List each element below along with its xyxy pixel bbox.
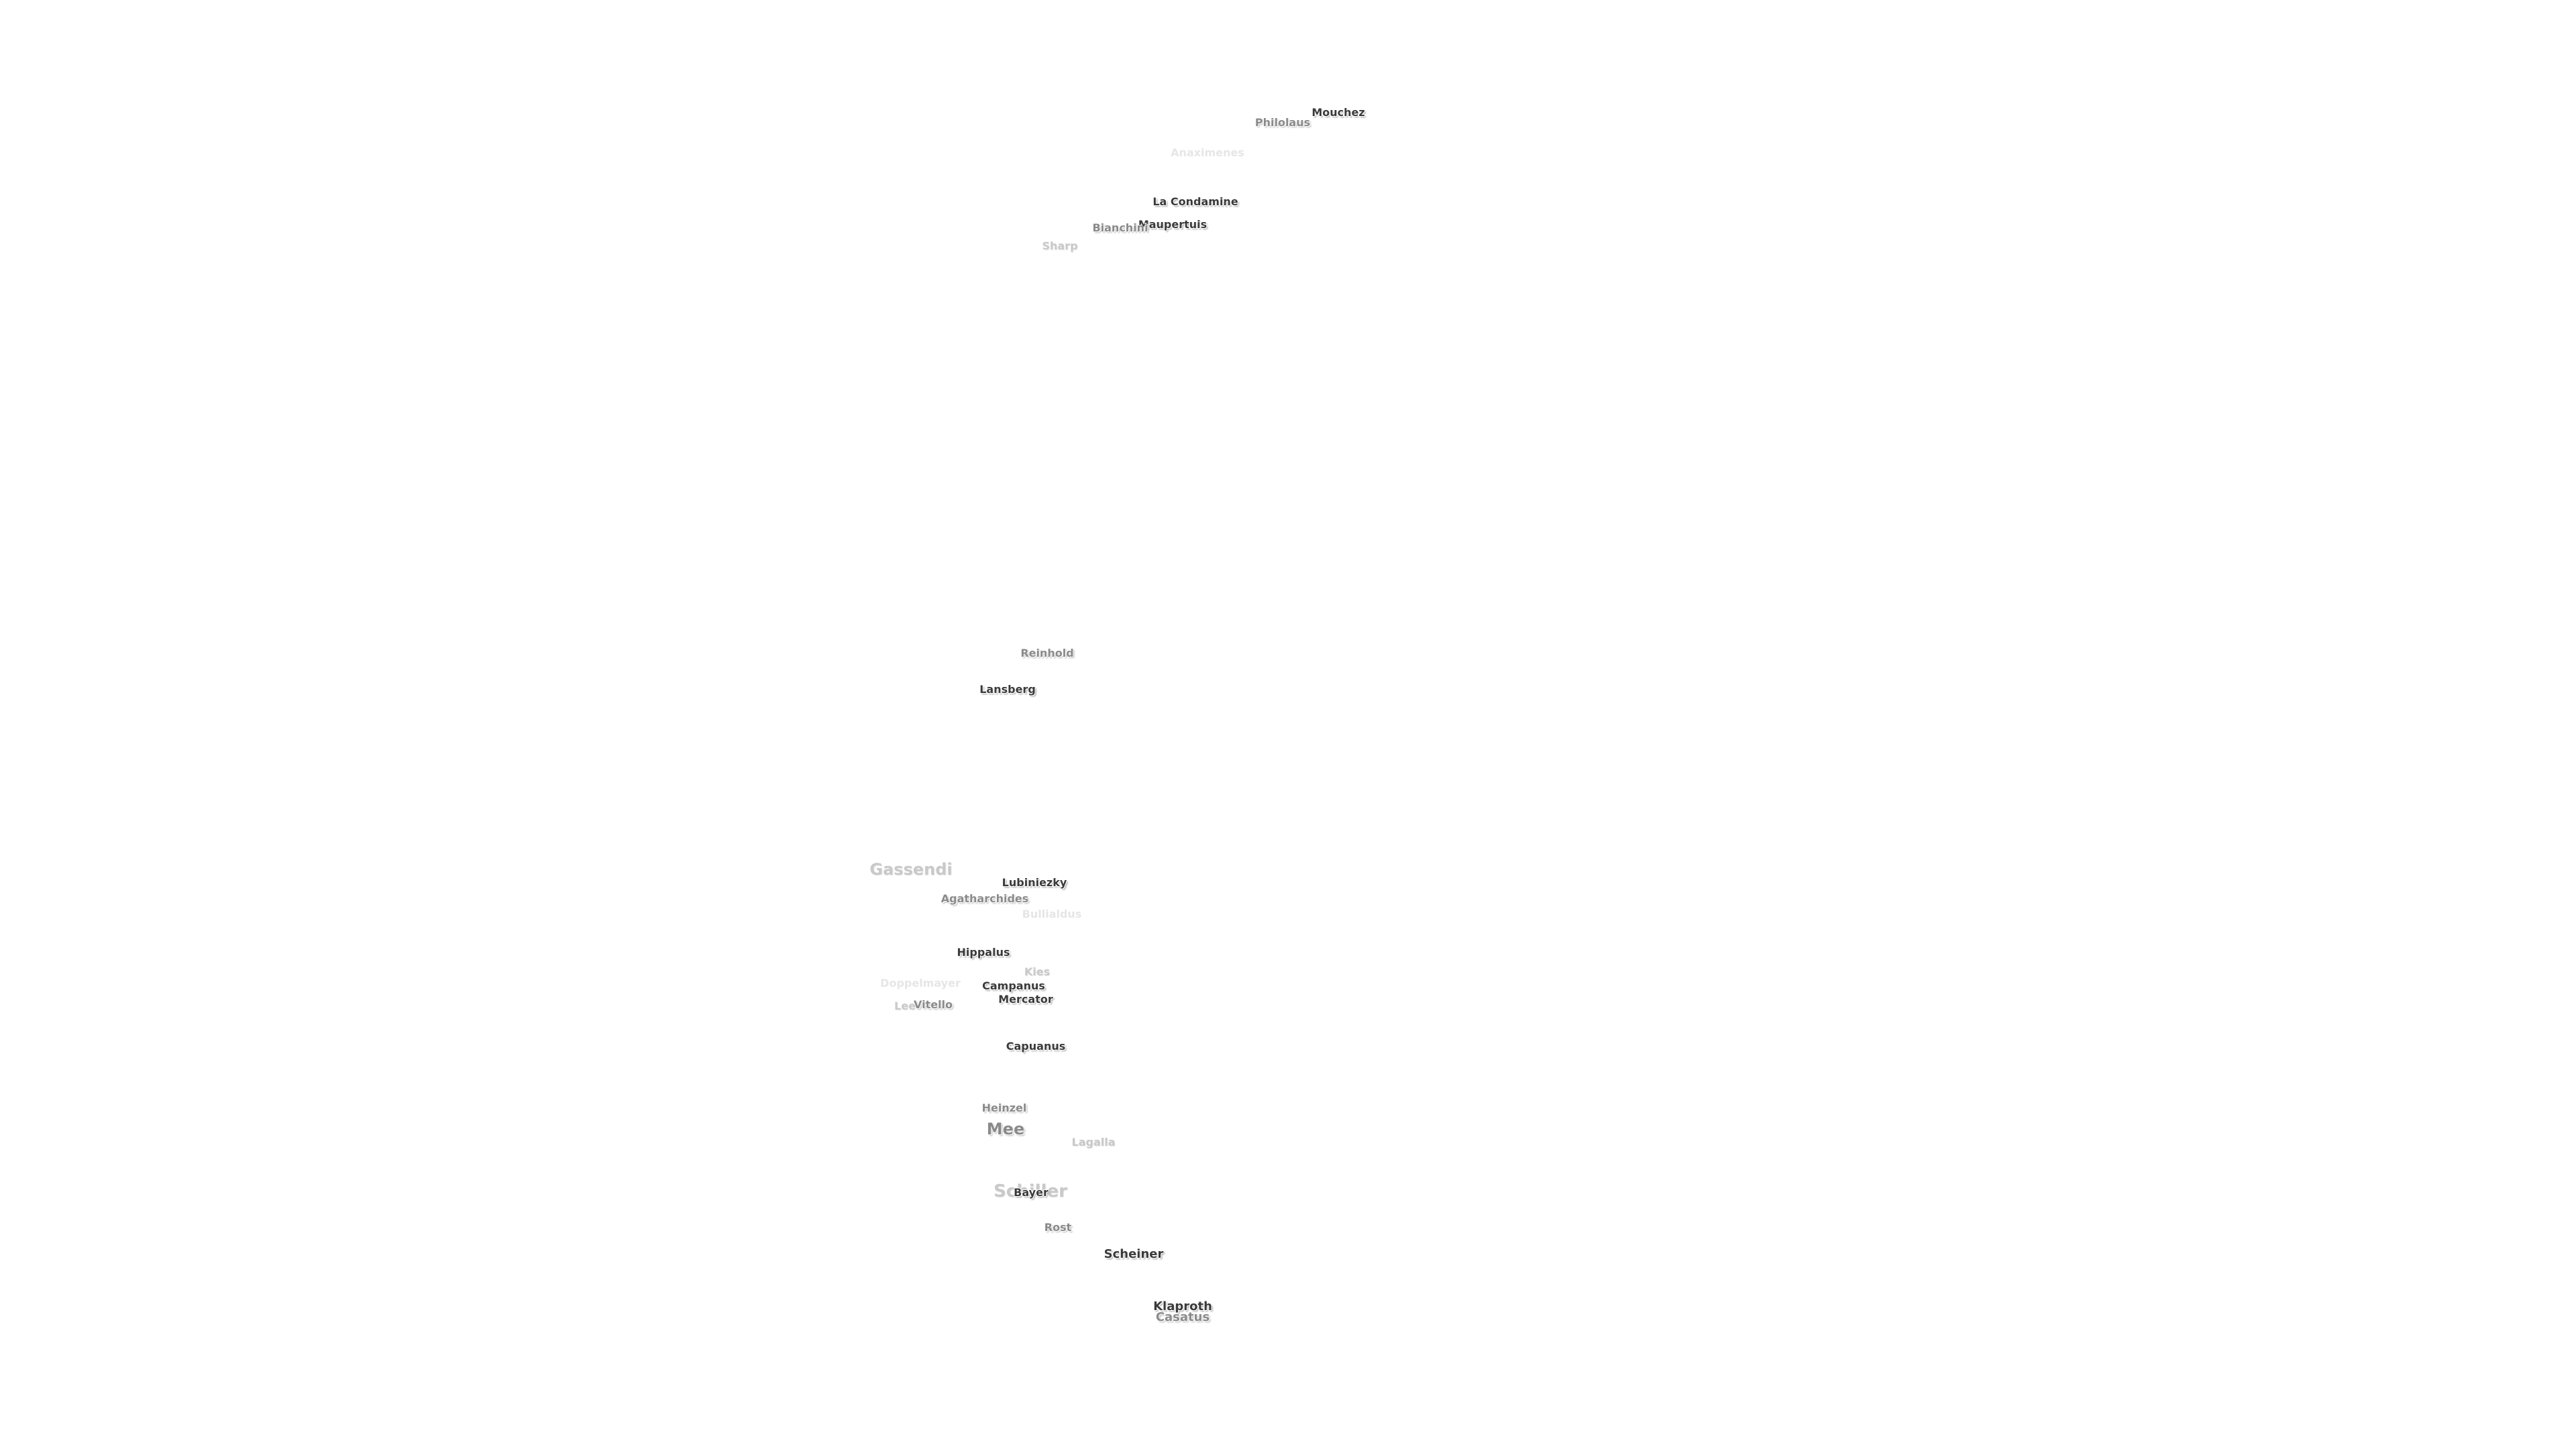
crater-label-lee[interactable]: Lee xyxy=(894,1000,916,1012)
crater-label-anaximenes[interactable]: Anaximenes xyxy=(1171,146,1244,159)
crater-label-reinhold[interactable]: Reinhold xyxy=(1020,647,1074,659)
crater-label-schiller[interactable]: Schiller xyxy=(994,1181,1067,1201)
crater-label-vitello[interactable]: Vitello xyxy=(913,998,953,1011)
crater-label-capuanus[interactable]: Capuanus xyxy=(1006,1040,1066,1053)
crater-label-bullialdus[interactable]: Bullialdus xyxy=(1022,908,1082,920)
crater-label-lubiniezky[interactable]: Lubiniezky xyxy=(1002,876,1067,889)
crater-label-casatus[interactable]: Casatus xyxy=(1155,1310,1210,1324)
crater-label-lansberg[interactable]: Lansberg xyxy=(979,683,1036,696)
crater-label-scheiner[interactable]: Scheiner xyxy=(1104,1247,1164,1261)
crater-label-doppelmayer[interactable]: Doppelmayer xyxy=(880,977,961,989)
crater-label-philolaus[interactable]: Philolaus xyxy=(1254,116,1311,129)
crater-label-hippalus[interactable]: Hippalus xyxy=(957,946,1010,959)
crater-label-mee[interactable]: Mee xyxy=(986,1120,1025,1138)
crater-label-agatharchides[interactable]: Agatharchides xyxy=(941,892,1029,905)
crater-label-mouchez[interactable]: Mouchez xyxy=(1311,106,1365,119)
crater-label-mercator[interactable]: Mercator xyxy=(998,993,1053,1006)
crater-label-heinzel[interactable]: Heinzel xyxy=(981,1102,1027,1114)
crater-label-rost[interactable]: Rost xyxy=(1044,1221,1072,1234)
crater-label-lagalla[interactable]: Lagalla xyxy=(1071,1136,1116,1148)
crater-label-maupertuis[interactable]: Maupertuis xyxy=(1138,218,1208,231)
crater-label-bayer[interactable]: Bayer xyxy=(1014,1186,1049,1199)
crater-label-gassendi[interactable]: Gassendi xyxy=(869,860,953,879)
crater-label-klaproth[interactable]: Klaproth xyxy=(1153,1299,1212,1313)
crater-label-bianchini[interactable]: Bianchini xyxy=(1092,221,1148,234)
crater-label-campanus[interactable]: Campanus xyxy=(982,979,1045,992)
crater-label-sharp[interactable]: Sharp xyxy=(1042,239,1078,252)
crater-label-kies[interactable]: Kies xyxy=(1024,965,1051,978)
crater-label-la-condamine[interactable]: La Condamine xyxy=(1152,195,1238,208)
